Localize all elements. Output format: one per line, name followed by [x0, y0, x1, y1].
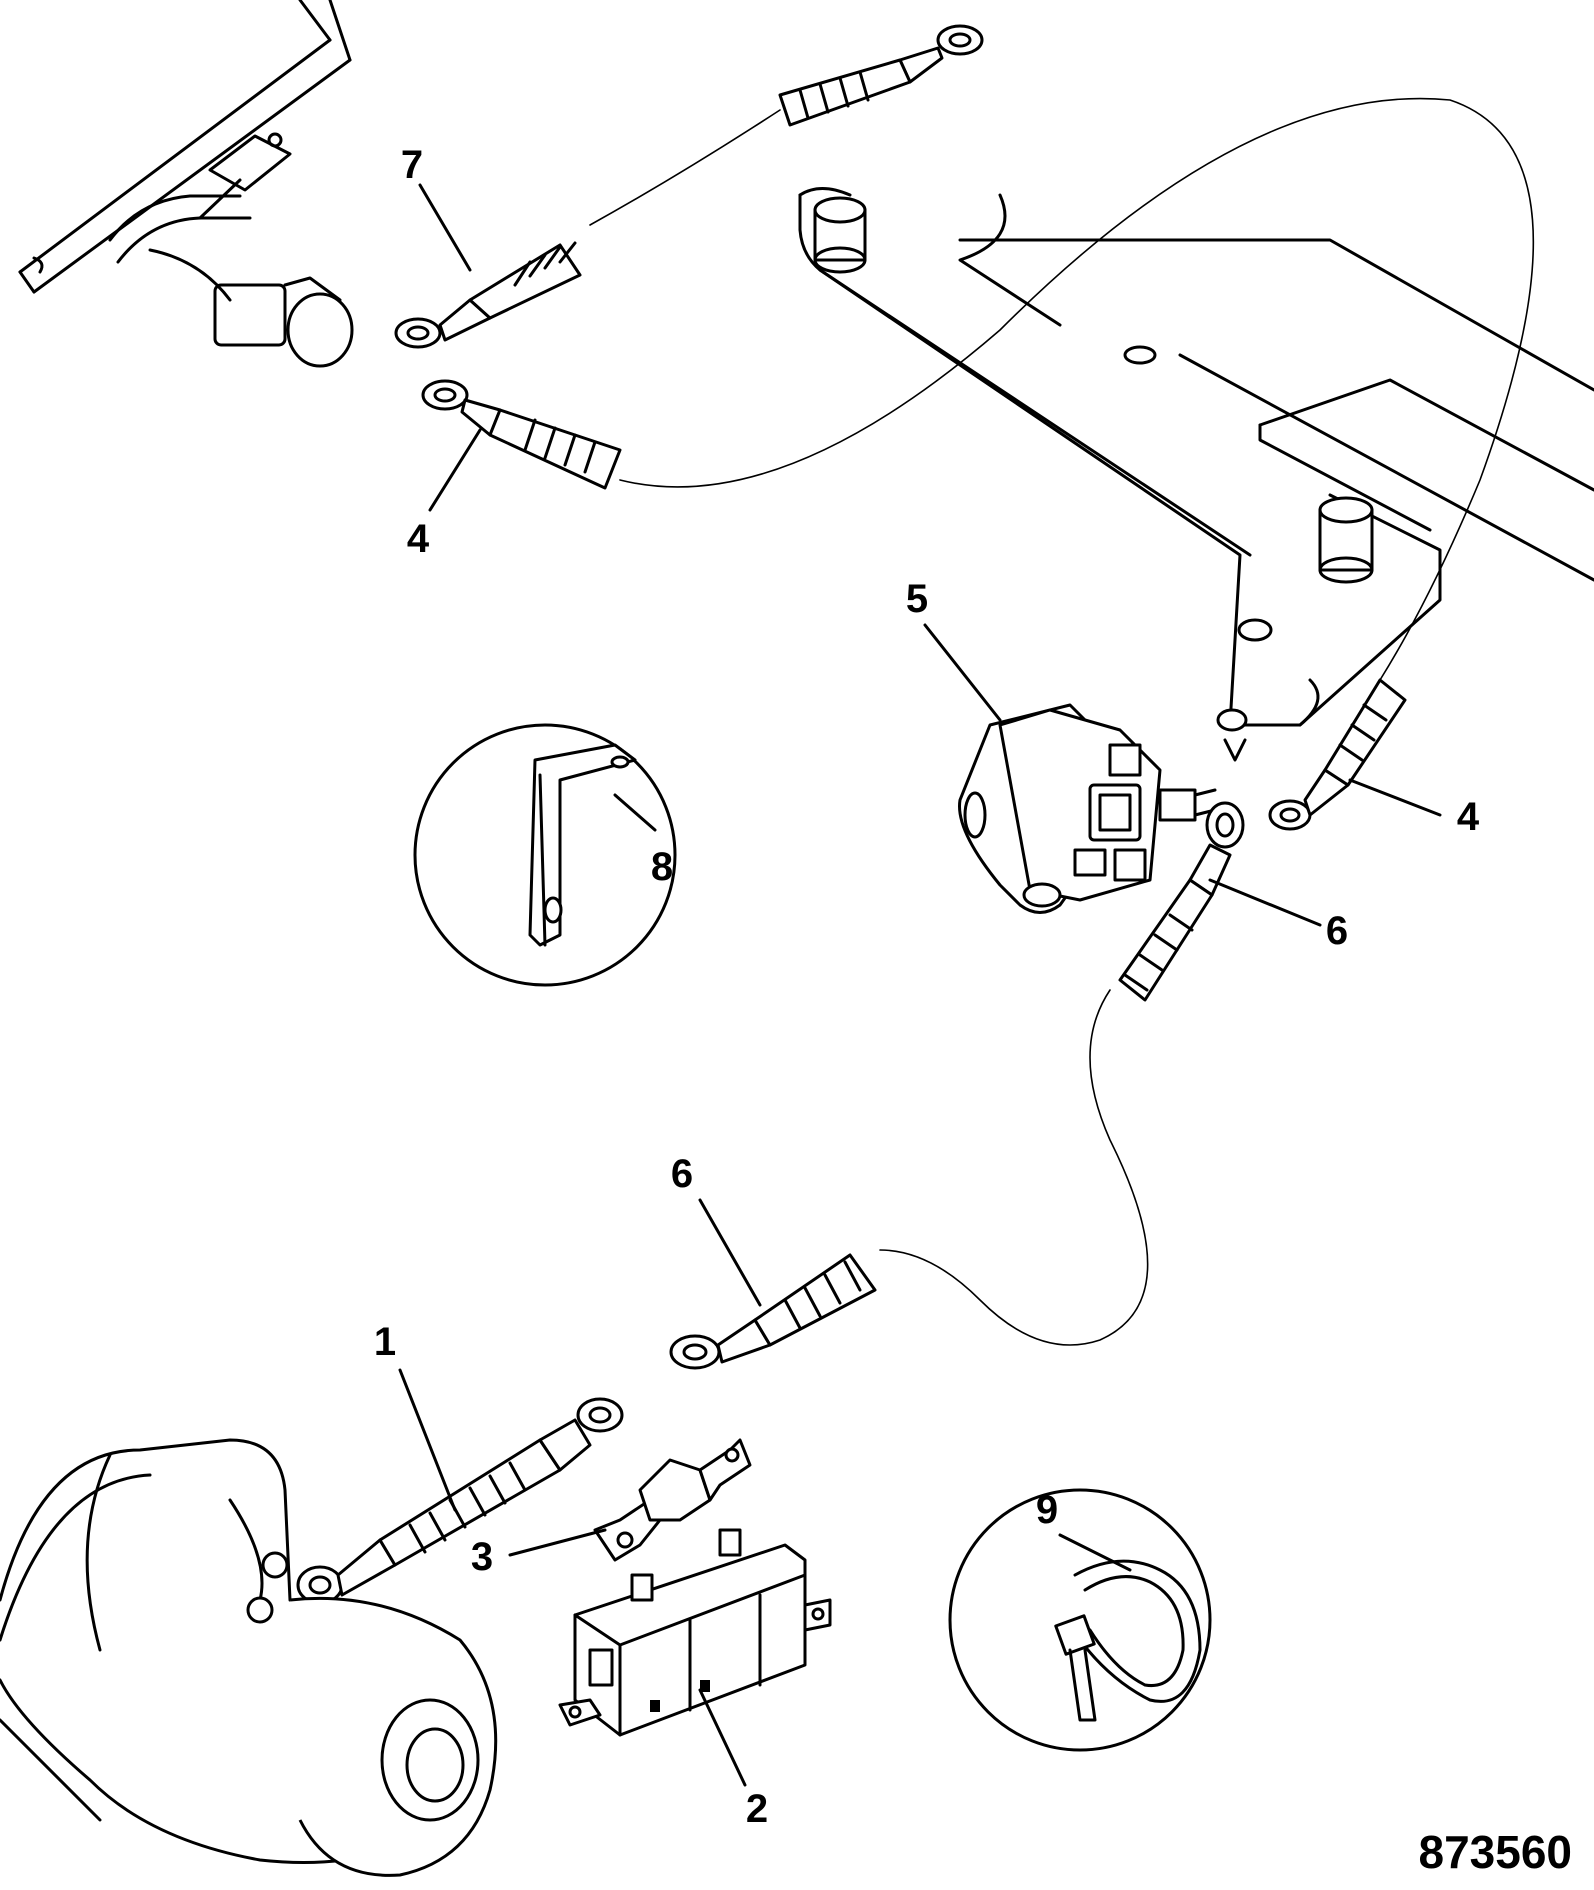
callout-3: 3 [471, 1535, 493, 1579]
cable-4-upper [421, 379, 622, 490]
fuse-holder-2 [558, 1528, 832, 1737]
chassis-frame [798, 187, 1594, 762]
callout-4-right: 4 [1457, 795, 1480, 839]
inset-bracket-8 [413, 723, 677, 987]
wiring-harness [18, 0, 354, 368]
cable-7 [394, 24, 984, 349]
callout-4-upper: 4 [407, 517, 430, 561]
drawing-number: 873560 [1419, 1826, 1573, 1878]
routed-cables [589, 97, 1535, 1346]
cable-6-upper [1118, 801, 1245, 1002]
inset-cable-tie-9 [948, 1488, 1212, 1752]
callout-2: 2 [746, 1787, 768, 1831]
callout-6-lower: 6 [671, 1152, 693, 1196]
callout-5: 5 [906, 577, 928, 621]
cable-4-right [1268, 678, 1407, 831]
callout-1: 1 [374, 1320, 396, 1364]
leader-lines [398, 183, 1442, 1787]
callout-7: 7 [401, 143, 423, 187]
starter-motor [0, 1438, 498, 1877]
solenoid-5 [958, 703, 1217, 914]
cable-tie-9 [1054, 1559, 1202, 1722]
callout-8: 8 [651, 845, 673, 889]
bracket-8 [528, 743, 637, 947]
cable-7-boot [513, 241, 577, 287]
cable-1 [296, 1397, 624, 1605]
solenoid-terminals [1073, 743, 1217, 882]
cable-6-lower [669, 1253, 877, 1370]
fuse-link-3 [593, 1438, 752, 1562]
callout-6-upper: 6 [1326, 909, 1348, 953]
callout-9: 9 [1036, 1488, 1058, 1532]
